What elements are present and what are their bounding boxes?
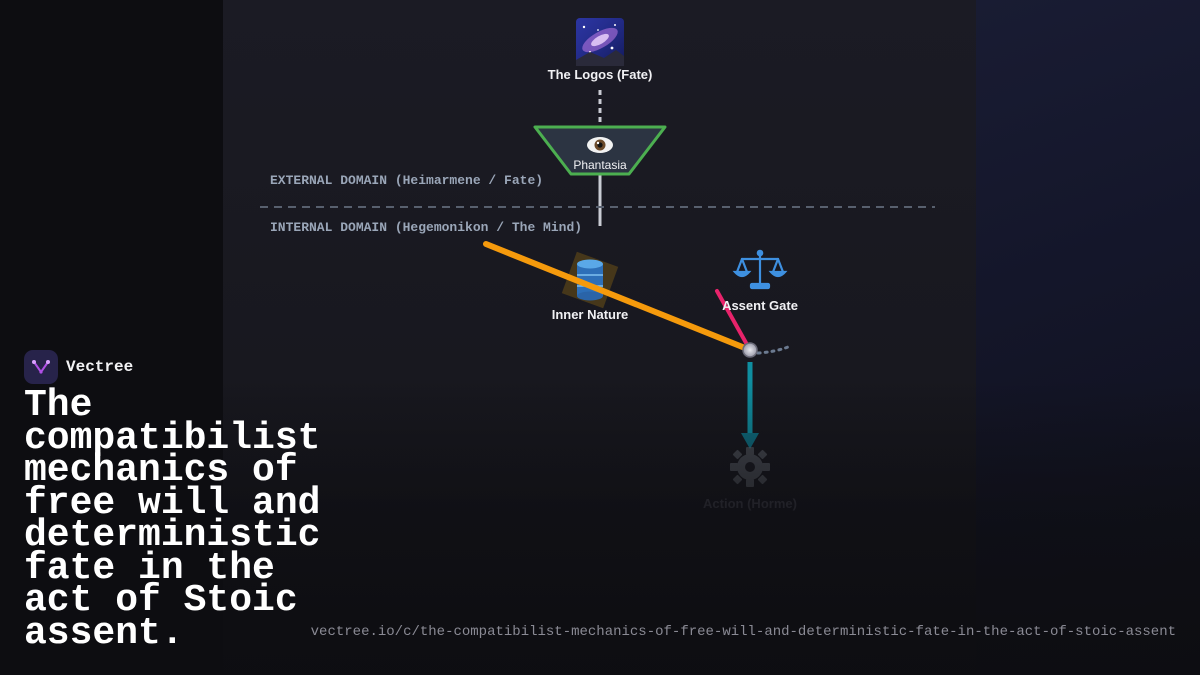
brand-name: Vectree <box>66 358 134 376</box>
page-title: The compatibilist mechanics of free will… <box>24 384 321 655</box>
inner-nature-label: Inner Nature <box>551 307 629 322</box>
action-arrowhead <box>741 433 759 449</box>
assent-swing-arc <box>756 345 790 355</box>
external-domain-label: EXTERNAL DOMAIN (Heimarmene / Fate) <box>270 173 544 188</box>
galaxy-icon <box>576 18 624 66</box>
action-label: Action (Horme) <box>703 496 797 511</box>
balance-scale-icon <box>732 249 788 290</box>
gear-icon <box>730 447 770 487</box>
assent-gate-pivot <box>742 342 758 358</box>
logos-label: The Logos (Fate) <box>547 67 653 82</box>
eye-icon <box>587 137 613 153</box>
assent-gate-label: Assent Gate <box>722 298 798 313</box>
vectree-logo-icon <box>24 350 58 384</box>
inner-nature-lever <box>483 241 753 353</box>
assent-arm <box>715 289 752 352</box>
internal-domain-label: INTERNAL DOMAIN (Hegemonikon / The Mind) <box>270 220 583 235</box>
brand[interactable]: Vectree <box>24 350 133 384</box>
page-url[interactable]: vectree.io/c/the-compatibilist-mechanics… <box>310 624 1176 640</box>
phantasia-label: Phantasia <box>573 158 627 172</box>
